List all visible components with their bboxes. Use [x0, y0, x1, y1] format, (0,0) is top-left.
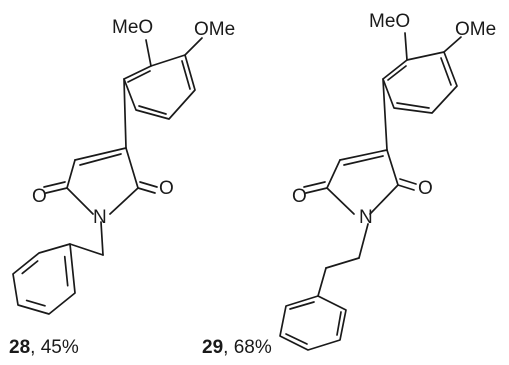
caption-separator: , — [223, 337, 234, 358]
caption-separator: , — [30, 337, 41, 358]
ring-outline — [12, 243, 76, 315]
ring-double-bond — [63, 255, 69, 287]
ome-label: OMe — [455, 19, 496, 40]
maleimide-ring — [43, 147, 158, 215]
compound-number: 28 — [9, 337, 31, 358]
ring-double-bond — [25, 299, 46, 307]
meo-label: MeO — [112, 17, 153, 38]
compound-number: 29 — [202, 337, 224, 358]
compound-yield: 68% — [233, 337, 272, 358]
aryl-imide-bond — [382, 78, 388, 151]
ome-label: OMe — [194, 19, 235, 40]
ome-bond — [443, 36, 462, 53]
compound-28-structure: MeO OMe O O N — [32, 17, 235, 256]
compound-29-caption: 29, 68% — [202, 337, 272, 359]
phenethyl-phenyl-ring — [279, 295, 347, 351]
nitrogen-label: N — [359, 207, 373, 228]
ch2-phenyl-bond — [69, 243, 104, 256]
meo-label: MeO — [369, 11, 410, 32]
meo-bond — [404, 32, 408, 61]
carbonyl-o-left-label: O — [32, 186, 47, 207]
ch2-phenyl-bond — [317, 267, 327, 297]
aryl-imide-bond — [123, 78, 127, 149]
carbonyl-o-right-label: O — [159, 178, 174, 199]
n-ch2-bond — [358, 223, 369, 259]
n-ch2-bond — [100, 221, 104, 256]
benzyl-phenyl-ring — [12, 243, 76, 315]
carbonyl-o-left-label: O — [292, 186, 307, 207]
compound-28-caption: 28, 45% — [9, 337, 79, 359]
maleimide-ring — [303, 149, 417, 215]
ome-bond — [184, 37, 203, 56]
nitrogen-label: N — [93, 207, 107, 228]
compound-29-structure: MeO OMe O O N — [279, 11, 496, 351]
ring-double-bond — [21, 260, 39, 275]
meo-bond — [145, 39, 152, 67]
carbonyl-o-right-label: O — [418, 178, 433, 199]
compound-yield: 45% — [40, 337, 79, 358]
ch2-ch2-bond — [325, 257, 360, 269]
